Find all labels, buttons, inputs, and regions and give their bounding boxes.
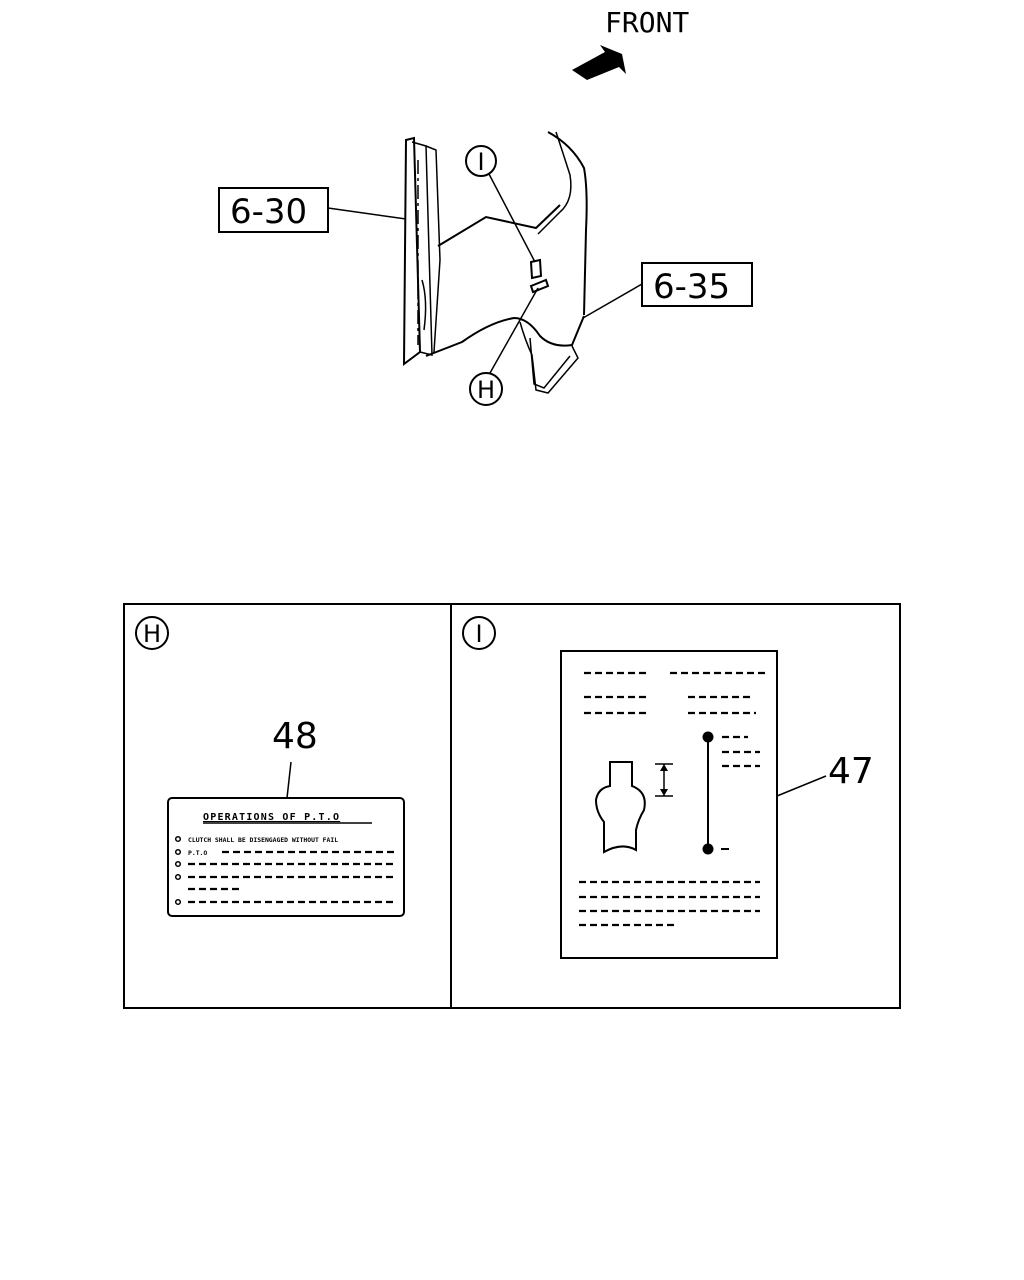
front-arrow-icon [572, 45, 626, 80]
panel-h-marker: H [143, 620, 161, 648]
detail-marker-h: H [469, 287, 539, 406]
shift-lever-icon [594, 761, 673, 854]
detail-marker-i: I [465, 145, 536, 263]
callout-6-30: 6-30 [218, 187, 407, 233]
panel-i-marker: I [475, 620, 482, 648]
part-number-48: 48 [272, 716, 318, 757]
front-label: FRONT [605, 6, 689, 39]
door-panel-drawing [402, 131, 588, 394]
svg-text:H: H [477, 376, 495, 404]
svg-text:I: I [477, 148, 484, 176]
callout-6-35: 6-35 [582, 262, 753, 319]
panel-h: H 48 OPERATIONS OF P.T.O CLUTCH SHALL BE… [135, 616, 405, 917]
label-48-line2: P.T.O [188, 849, 207, 857]
detail-panels [123, 603, 901, 1009]
callout-6-30-text: 6-30 [230, 192, 307, 232]
label-48-line1: CLUTCH SHALL BE DISENGAGED WITHOUT FAIL [188, 836, 338, 844]
label-47 [560, 650, 778, 959]
label-48: OPERATIONS OF P.T.O CLUTCH SHALL BE DISE… [167, 797, 405, 917]
part-number-47: 47 [828, 751, 874, 792]
callout-6-35-text: 6-35 [653, 267, 730, 307]
position-indicator-icon [702, 731, 760, 855]
panel-i: I 47 [462, 616, 874, 959]
label-48-title: OPERATIONS OF P.T.O [203, 812, 340, 823]
